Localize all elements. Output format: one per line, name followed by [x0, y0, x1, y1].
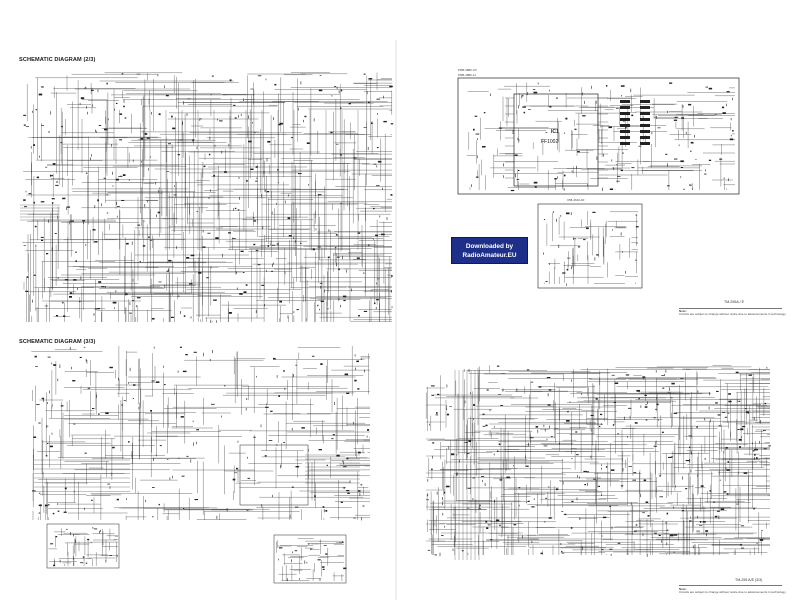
schematic-title-3: SCHEMATIC DIAGRAM (3/3)	[19, 339, 96, 345]
schematic-title-2: SCHEMATIC DIAGRAM (2/3)	[19, 57, 96, 63]
sub-unit-frame	[537, 203, 643, 289]
note-text-top: Circuits are subject to change without n…	[679, 312, 787, 316]
note-text-bottom: Circuits are subject to change without n…	[679, 590, 787, 594]
panel-caption-bottom: TM-255 A/E (3/3)	[735, 578, 763, 582]
unit-label-2: PRB-4880-11	[458, 73, 476, 77]
note-heading-top: Note:	[679, 309, 687, 313]
ic-part: FF1002	[541, 139, 559, 145]
panel-caption-top: TM-255A / E	[724, 300, 744, 304]
download-watermark: Downloaded by RadioAmateur.EU	[451, 237, 528, 264]
top-right-panel-frame	[457, 77, 740, 195]
sub-unit-label: X58-4610-00	[567, 198, 585, 202]
bottom-center-subboard	[273, 534, 347, 584]
ic-label: IC1	[551, 129, 559, 135]
watermark-line-1: Downloaded by	[465, 243, 514, 250]
note-divider-top	[679, 308, 782, 309]
bottom-left-subboard	[46, 523, 120, 569]
note-heading-bottom: Note:	[679, 587, 687, 591]
watermark-line-2: RadioAmateur.EU	[462, 251, 517, 259]
note-divider-bottom	[679, 585, 782, 586]
ic1-body	[513, 93, 599, 187]
unit-label-1: PRB-4880-XX	[458, 68, 477, 72]
